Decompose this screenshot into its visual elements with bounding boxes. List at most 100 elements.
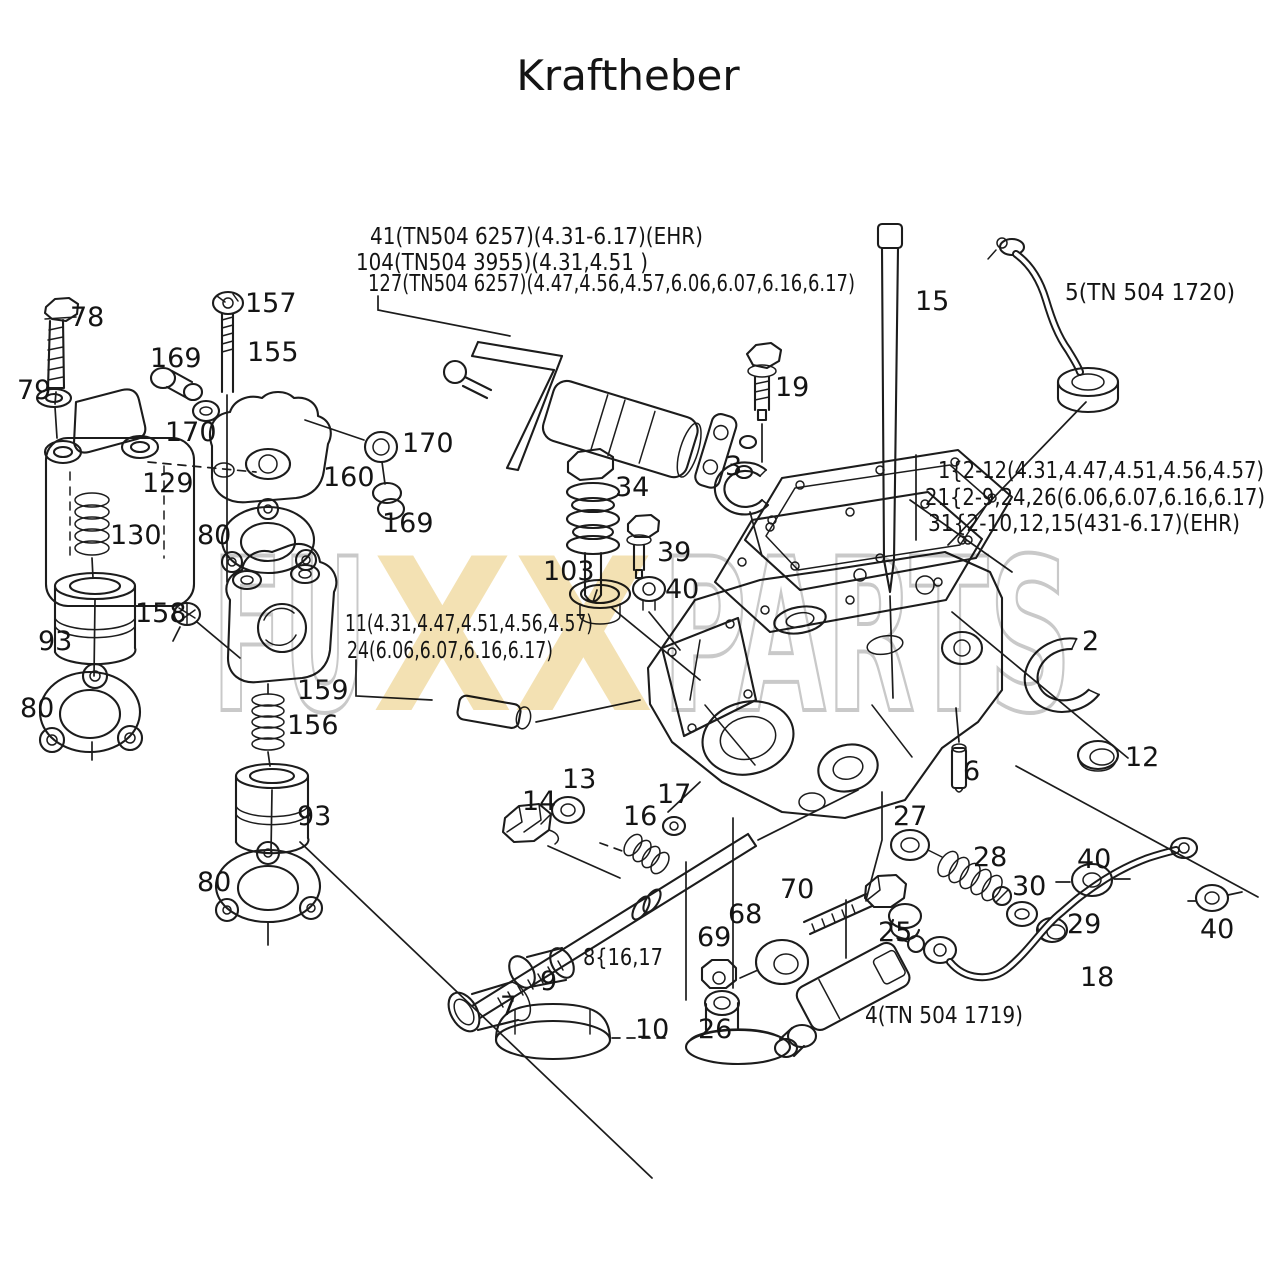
cylinder-ref: 4(TN 504 1719) bbox=[865, 1003, 1023, 1029]
bushing-93-lower bbox=[234, 762, 310, 855]
part-label-169-4: 169 bbox=[150, 343, 202, 374]
part-label-80-18: 80 bbox=[197, 867, 231, 898]
part-label-14-30: 14 bbox=[522, 786, 556, 817]
part-label-156-16: 156 bbox=[287, 710, 339, 741]
variant-note-31: 31{2-10,12,15(431-6.17)(EHR) bbox=[928, 511, 1240, 537]
rod-ref: 8{16,17 bbox=[583, 945, 663, 971]
bushing-9 bbox=[508, 946, 575, 989]
part-label-103-24: 103 bbox=[543, 556, 595, 587]
part-label-18-40: 18 bbox=[1080, 962, 1114, 993]
part-label-9-44: 9 bbox=[540, 966, 557, 997]
ehr-valve-assembly bbox=[442, 340, 758, 489]
watermark-right: PARTS bbox=[662, 513, 1072, 760]
part-label-15-19: 15 bbox=[915, 286, 949, 317]
part-label-40-25: 40 bbox=[665, 574, 699, 605]
part-label-25-38: 25 bbox=[878, 917, 912, 948]
part-label-69-43: 69 bbox=[697, 922, 731, 953]
part-label-159-15: 159 bbox=[297, 675, 349, 706]
watermark-mid: XX bbox=[372, 513, 654, 760]
part-label-39-23: 39 bbox=[657, 537, 691, 568]
part-label-160-7: 160 bbox=[323, 462, 375, 493]
part-label-170-5: 170 bbox=[165, 417, 217, 448]
part-label-70-41: 70 bbox=[780, 874, 814, 905]
part-label-2-26: 2 bbox=[1082, 626, 1099, 657]
piston-7 bbox=[447, 980, 532, 1033]
pin-6 bbox=[950, 707, 968, 793]
part-label-80-11: 80 bbox=[197, 520, 231, 551]
shell-2 bbox=[951, 611, 1129, 759]
spring-28 bbox=[937, 850, 1013, 907]
bolt-14 bbox=[501, 802, 621, 879]
part-label-7-45: 7 bbox=[500, 991, 517, 1022]
variant-note-41: 41(TN504 6257)(4.31-6.17)(EHR) bbox=[370, 224, 703, 250]
plug-169-right bbox=[371, 481, 406, 521]
bolt-19 bbox=[745, 341, 783, 463]
rail-11-24 bbox=[456, 694, 641, 730]
part-label-129-6: 129 bbox=[142, 468, 194, 499]
piston-rod-8 bbox=[470, 789, 859, 1020]
notes-layer: 41(TN504 6257)(4.31-6.17)(EHR)104(TN504 … bbox=[345, 224, 1265, 1029]
watermark: FU XX PARTS bbox=[210, 511, 1074, 762]
valve-34 bbox=[565, 447, 621, 603]
line-art bbox=[35, 222, 1259, 1179]
nut-157 bbox=[211, 290, 245, 316]
variant-note-24: 24(6.06,6.07,6.16,6.17) bbox=[347, 638, 553, 664]
part-label-6-28: 6 bbox=[963, 756, 980, 787]
part-label-155-3: 155 bbox=[247, 337, 299, 368]
part-label-19-20: 19 bbox=[775, 372, 809, 403]
part-label-40-39: 40 bbox=[1200, 914, 1234, 945]
pipe-5 bbox=[947, 237, 1120, 546]
part-label-78-0: 78 bbox=[70, 302, 104, 333]
part-label-170-8: 170 bbox=[402, 428, 454, 459]
nut-69 bbox=[700, 958, 759, 990]
gasket-80-left bbox=[38, 662, 144, 761]
part-label-34-22: 34 bbox=[615, 472, 649, 503]
variant-note-1: 1{2-12(4.31,4.47,4.51,4.56,4.57) bbox=[938, 458, 1264, 484]
part-label-93-17: 93 bbox=[297, 801, 331, 832]
page-title: Kraftheber bbox=[516, 51, 740, 100]
part-label-13-29: 13 bbox=[562, 764, 596, 795]
pipe-18 bbox=[896, 836, 1199, 982]
plug-158 bbox=[172, 601, 241, 659]
bolt-78 bbox=[43, 296, 80, 405]
part-label-28-34: 28 bbox=[973, 842, 1007, 873]
part-label-158-12: 158 bbox=[135, 598, 187, 629]
cap-10 bbox=[494, 1002, 673, 1061]
washer-68 bbox=[754, 938, 810, 986]
part-label-29-37: 29 bbox=[1067, 909, 1101, 940]
washer-170-right bbox=[363, 430, 399, 485]
part-label-12-27: 12 bbox=[1125, 742, 1159, 773]
part-label-79-1: 79 bbox=[17, 375, 51, 406]
part-label-40-36: 40 bbox=[1077, 844, 1111, 875]
housing-cover-plate bbox=[743, 448, 1014, 592]
part-label-26-47: 26 bbox=[698, 1014, 732, 1045]
pump-body-159 bbox=[225, 542, 338, 684]
variant-note-21: 21{2-9,24,26(6.06,6.07,6.16,6.17) bbox=[925, 485, 1265, 511]
bushing-93-upper bbox=[53, 571, 137, 677]
part-label-157-2: 157 bbox=[245, 288, 297, 319]
watermark-left: FU bbox=[212, 513, 367, 760]
washer-30 bbox=[1005, 900, 1039, 928]
seal-103 bbox=[568, 578, 701, 681]
variant-note-127: 127(TN504 6257)(4.47,4.56,4.57,6.06,6.07… bbox=[368, 271, 855, 297]
spring-16 bbox=[599, 833, 670, 875]
valve-block-129 bbox=[43, 388, 257, 608]
part-label-130-10: 130 bbox=[110, 520, 162, 551]
part-label-93-13: 93 bbox=[38, 626, 72, 657]
dipstick-15 bbox=[876, 222, 904, 699]
part-label-17-32: 17 bbox=[657, 779, 691, 810]
part-label-68-42: 68 bbox=[728, 899, 762, 930]
part-label-10-46: 10 bbox=[635, 1014, 669, 1045]
leader-lines bbox=[299, 295, 1259, 1179]
variant-note-104: 104(TN504 3955)(4.31,4.51 ) bbox=[356, 250, 648, 276]
variant-note-11: 11(4.31,4.47,4.51,4.56,4.57) bbox=[345, 611, 593, 637]
cover-160 bbox=[208, 390, 365, 504]
pipe-ref: 5(TN 504 1720) bbox=[1065, 280, 1235, 306]
washer-170-left bbox=[191, 399, 221, 423]
valve-seat-26 bbox=[684, 989, 792, 1066]
part-label-30-35: 30 bbox=[1012, 871, 1046, 902]
bolt-70 bbox=[802, 873, 908, 936]
washer-79 bbox=[35, 387, 73, 439]
